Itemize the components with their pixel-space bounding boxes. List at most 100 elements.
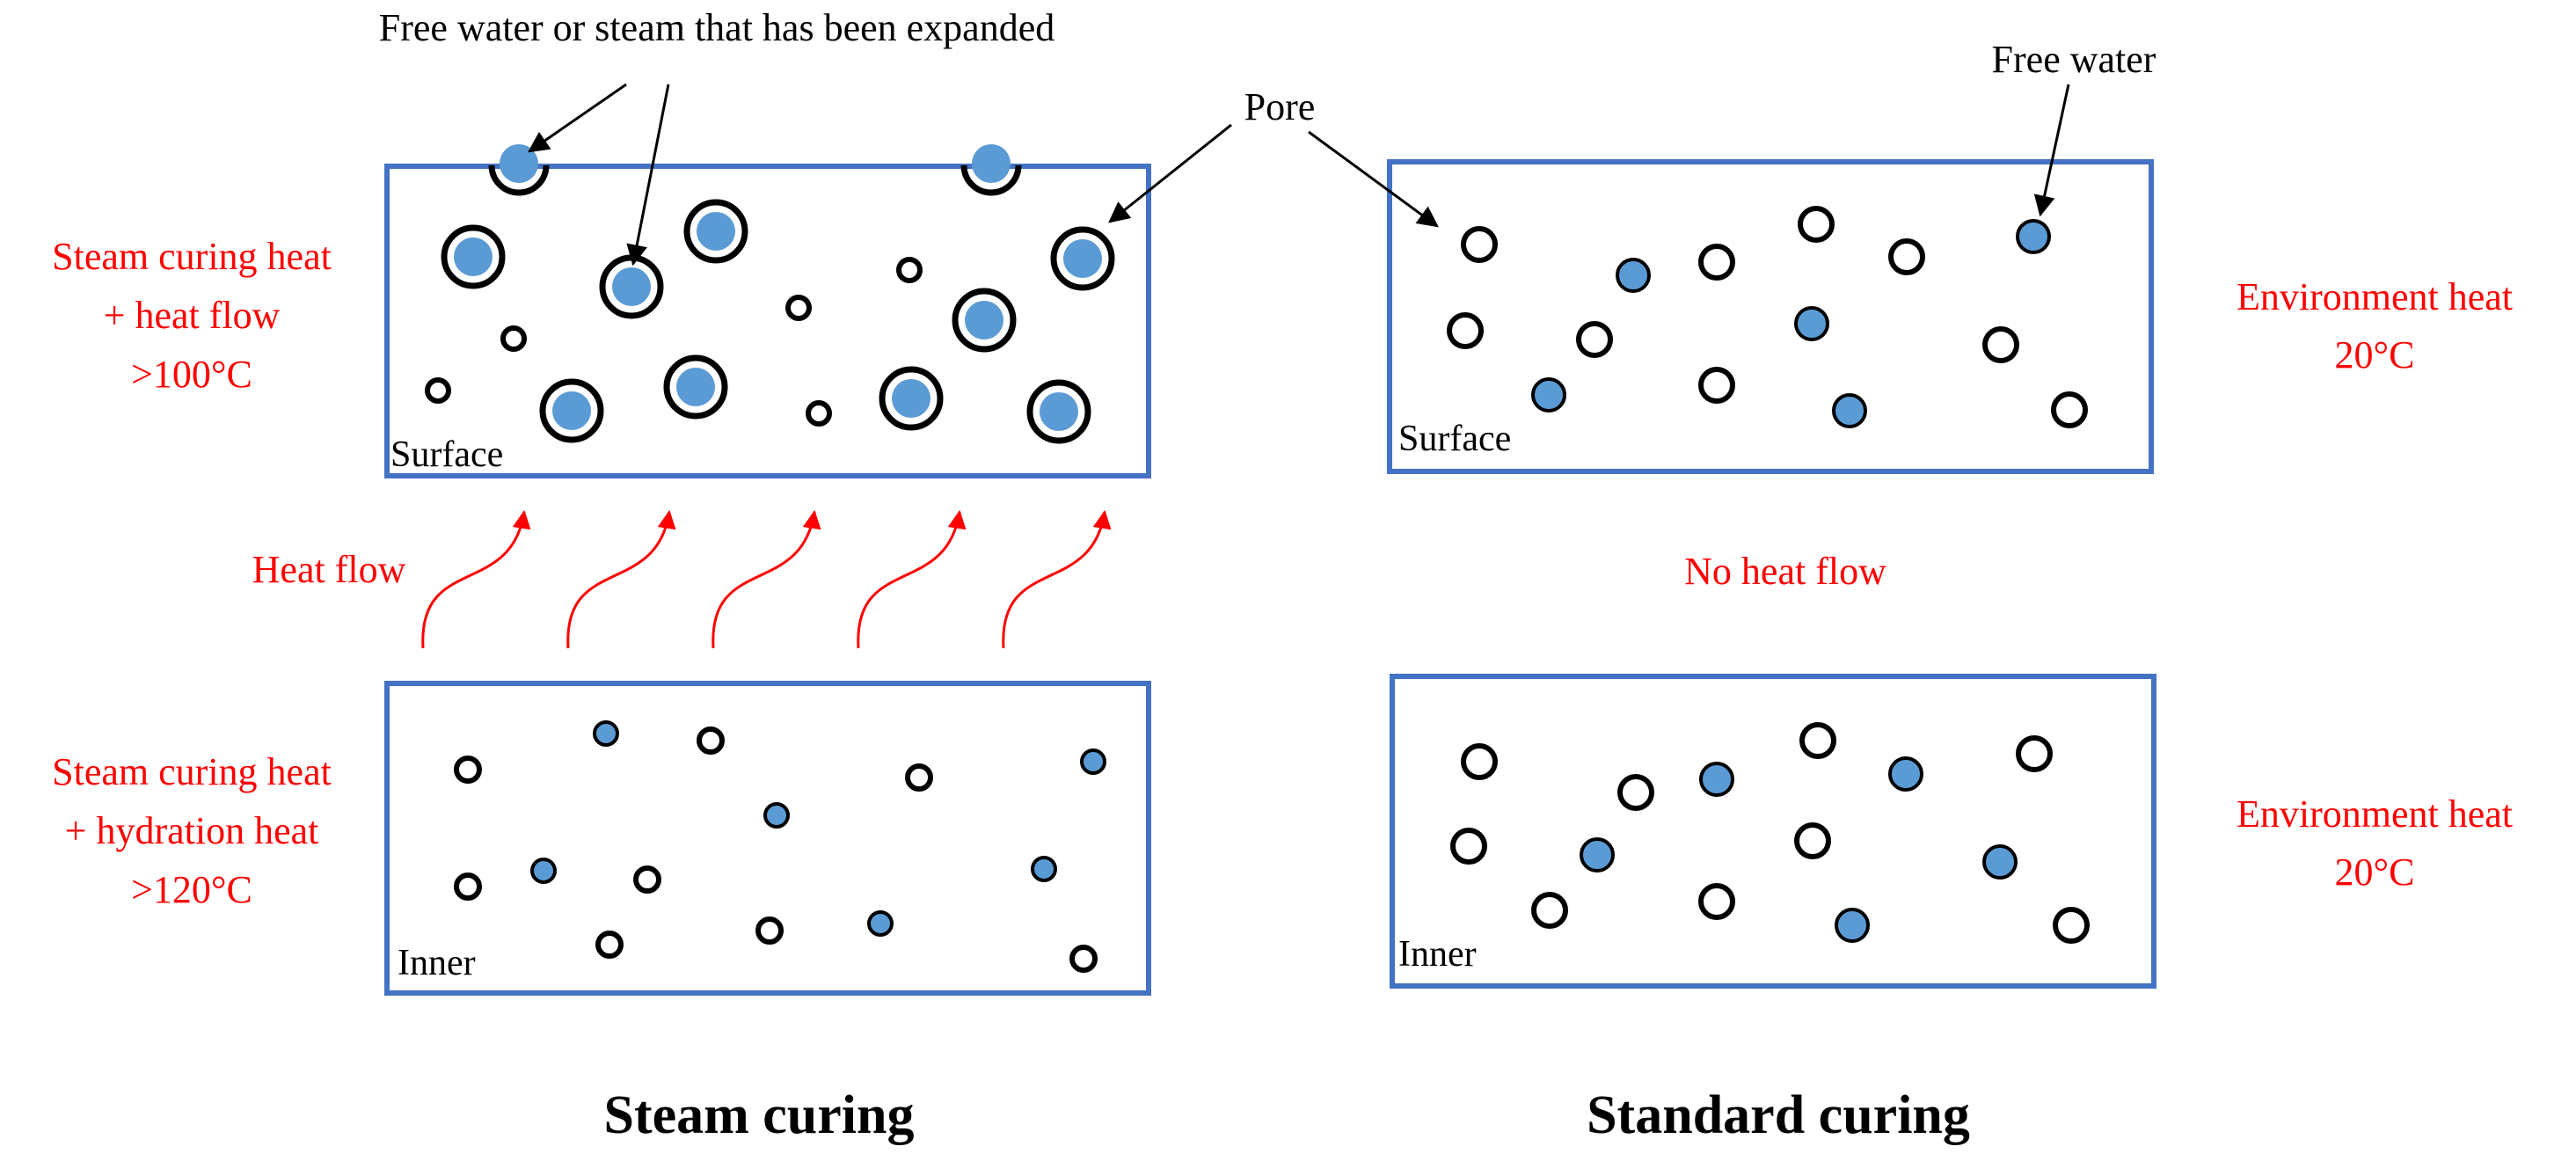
empty-pore <box>595 931 624 959</box>
water-pore <box>1888 756 1923 792</box>
expanded-water <box>1040 392 1078 431</box>
steam-inner-label: Inner <box>398 943 476 983</box>
expanded-water-arrow-1 <box>528 83 627 153</box>
free-water-arrow <box>2033 84 2070 217</box>
empty-pore <box>633 865 661 894</box>
empty-pore <box>1982 326 2019 363</box>
steam-surface-condition-2: + heat flow <box>104 294 281 337</box>
expanded-water <box>552 391 591 430</box>
empty-pore <box>454 756 482 784</box>
pore-arrow-left <box>1108 123 1232 223</box>
water-pore <box>530 858 557 884</box>
empty-pore <box>500 325 527 352</box>
pore-label: Pore <box>1244 85 1316 128</box>
heat-flow-arrow <box>857 509 967 649</box>
expanded-water <box>676 368 715 406</box>
empty-pore <box>1698 244 1735 281</box>
pore-arrow-right <box>1308 130 1439 228</box>
water-pore <box>2016 219 2051 254</box>
empty-pore <box>2016 735 2053 772</box>
water-pore <box>593 720 619 747</box>
standard-surface-box <box>1387 159 2154 474</box>
steam-inner-box <box>384 681 1151 996</box>
empty-pore <box>1794 822 1831 859</box>
standard-surface-pores <box>1447 206 2088 428</box>
empty-pore <box>1888 238 1925 275</box>
empty-pore <box>1450 828 1487 865</box>
empty-pore <box>1576 321 1613 358</box>
expanded-water-label: Free water or steam that has been expand… <box>379 6 1054 49</box>
heat-flow-arrows <box>421 509 1112 649</box>
escaping-water <box>500 144 538 183</box>
empty-pore <box>785 295 812 321</box>
empty-pore <box>1799 722 1836 759</box>
steam-surface-label: Surface <box>390 434 503 475</box>
expanded-water <box>1063 239 1102 278</box>
empty-pore <box>2053 907 2090 944</box>
water-pore <box>1832 393 1867 428</box>
standard-curing-title: Standard curing <box>1587 1085 1970 1145</box>
steam-surface-box <box>384 164 1151 478</box>
escaping-pore-ring <box>488 164 550 196</box>
standard-inner-pores <box>1450 722 2090 944</box>
steam-inner-pores <box>454 720 1106 973</box>
empty-pore <box>1461 226 1498 263</box>
expanded-water <box>612 267 651 306</box>
steam-surface-condition-3: >100°C <box>131 353 252 396</box>
empty-pore <box>1617 774 1654 811</box>
expanded-water <box>965 301 1003 340</box>
heat-flow-arrow <box>421 509 531 649</box>
empty-pore <box>1531 892 1568 929</box>
water-pore <box>763 802 790 829</box>
steam-inner-condition-2: + hydration heat <box>65 809 319 852</box>
empty-pore <box>806 400 832 427</box>
water-pore <box>867 910 894 937</box>
expanded-water-arrow-2 <box>626 84 670 267</box>
expanded-water <box>697 212 735 251</box>
empty-pore <box>425 377 451 404</box>
empty-pore <box>1069 945 1098 973</box>
heat-flow-arrow <box>712 509 821 649</box>
heat-flow-arrow <box>566 509 676 649</box>
water-pore <box>1031 856 1057 882</box>
standard-surface-condition-1: Environment heat <box>2237 275 2513 318</box>
water-pore <box>1080 748 1106 775</box>
free-water-label: Free water <box>1992 38 2156 81</box>
empty-pore <box>1461 743 1498 780</box>
standard-inner-condition-2: 20°C <box>2335 851 2415 894</box>
water-pore <box>1835 908 1870 943</box>
steam-inner-condition-1: Steam curing heat <box>52 750 332 793</box>
expanded-water <box>454 237 493 276</box>
standard-heat-flow-label: No heat flow <box>1684 550 1886 593</box>
water-pore <box>1699 762 1734 797</box>
empty-pore <box>454 873 482 901</box>
water-pore <box>1580 837 1615 873</box>
empty-pore <box>1698 367 1735 404</box>
heat-flow-arrow <box>1002 509 1112 649</box>
empty-pore <box>1447 312 1484 349</box>
empty-pore <box>2051 391 2088 428</box>
empty-pore <box>1698 883 1735 920</box>
standard-surface-condition-2: 20°C <box>2335 333 2415 376</box>
empty-pore <box>896 257 923 283</box>
escaping-water <box>972 144 1011 183</box>
steam-curing-title: Steam curing <box>603 1085 914 1145</box>
water-pore <box>1794 306 1829 341</box>
escaping-pore-ring <box>960 164 1022 196</box>
standard-inner-condition-1: Environment heat <box>2237 792 2513 836</box>
water-pore <box>1616 258 1651 293</box>
steam-inner-condition-3: >120°C <box>131 868 252 911</box>
empty-pore <box>755 916 784 945</box>
water-pore <box>1982 844 2018 880</box>
empty-pore <box>1798 206 1835 243</box>
steam-surface-condition-1: Steam curing heat <box>52 235 332 278</box>
standard-inner-label: Inner <box>1398 934 1477 975</box>
expanded-water <box>892 379 930 418</box>
standard-surface-label: Surface <box>1398 419 1511 459</box>
standard-inner-box <box>1390 674 2156 989</box>
empty-pore <box>905 763 933 792</box>
empty-pore <box>697 727 725 755</box>
steam-surface-pores <box>425 144 1115 444</box>
water-pore <box>1531 377 1566 413</box>
